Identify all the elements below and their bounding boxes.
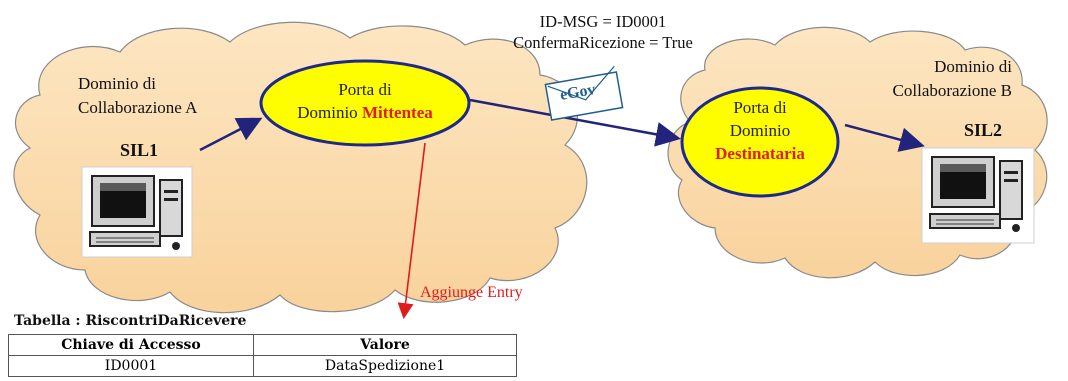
gateway-sender-line1: Porta di xyxy=(338,80,392,99)
computer-sil2-icon xyxy=(921,147,1035,244)
egov-envelope-icon xyxy=(544,65,624,121)
arrow-receiver-to-sil2 xyxy=(844,123,925,152)
gateway-sender-line2: Dominio Mittentea xyxy=(290,101,440,124)
gateway-receiver-label: Porta di Dominio Destinataria xyxy=(690,96,830,165)
table-header-row: Chiave di Accesso Valore xyxy=(8,334,517,356)
arrow-sil1-to-sender xyxy=(199,117,263,152)
table-header-value: Valore xyxy=(253,334,517,356)
table-cell-key: ID0001 xyxy=(8,355,254,377)
gateway-sender-ellipse xyxy=(259,59,471,147)
message-id: ID-MSG = ID0001 xyxy=(539,12,667,31)
cloud-a-label: Dominio di Collaborazione A xyxy=(78,72,197,120)
gateway-receiver-line1: Porta di xyxy=(733,98,787,117)
cloud-a-label-line1: Dominio di xyxy=(78,74,156,93)
cloud-b-label-line1: Dominio di xyxy=(934,57,1012,76)
cloud-b-label: Dominio di Collaborazione B xyxy=(862,55,1012,103)
table-header-key: Chiave di Accesso xyxy=(8,334,254,356)
add-entry-annotation: Aggiunge Entry xyxy=(420,284,523,301)
gateway-receiver-line2: Dominio xyxy=(729,121,791,140)
gateway-sender-role: Mittentea xyxy=(361,103,433,122)
sil1-label: SIL1 xyxy=(120,140,159,160)
message-receipt-flag: ConfermaRicezione = True xyxy=(513,33,693,52)
table-cell-value: DataSpedizione1 xyxy=(253,355,517,377)
cloud-b-label-line2: Collaborazione B xyxy=(892,81,1012,100)
sil2-label: SIL2 xyxy=(964,120,1003,140)
message-info: ID-MSG = ID0001 ConfermaRicezione = True xyxy=(478,11,728,53)
riscontri-table: Chiave di Accesso Valore ID0001 DataSped… xyxy=(8,334,517,377)
gateway-receiver-role: Destinataria xyxy=(715,144,805,163)
arrow-sender-to-receiver xyxy=(469,98,681,147)
gateway-sender-line2-prefix: Dominio xyxy=(297,103,362,122)
computer-sil1-icon xyxy=(81,166,193,258)
table-row: ID0001 DataSpedizione1 xyxy=(8,355,517,377)
table-title: Tabella : RiscontriDaRicevere xyxy=(14,313,247,329)
gateway-receiver-ellipse xyxy=(680,86,840,198)
cloud-a-label-line2: Collaborazione A xyxy=(78,98,198,117)
arrow-add-entry xyxy=(397,142,426,320)
gateway-sender-label: Porta di Dominio Mittentea xyxy=(290,78,440,124)
